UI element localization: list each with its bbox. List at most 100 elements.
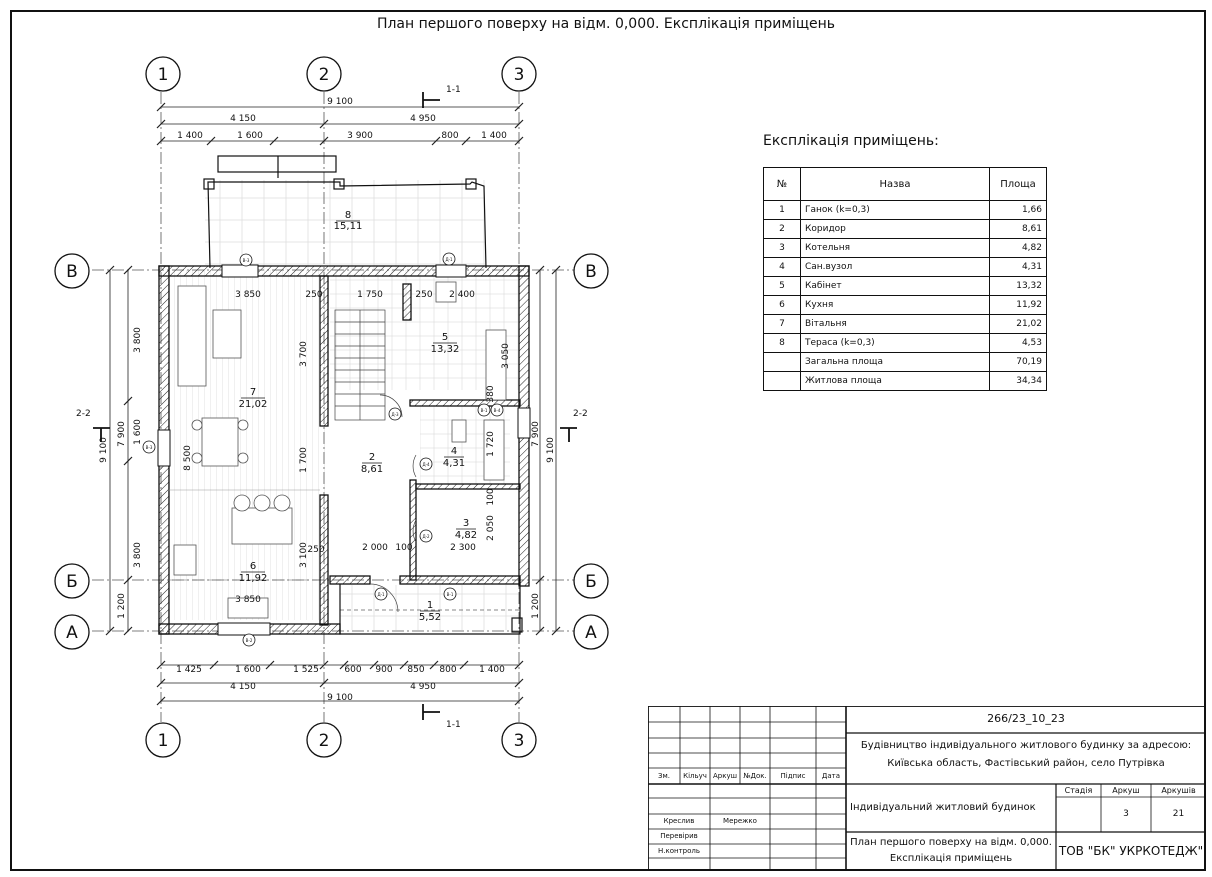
axis-label-top-3: 3 [514,65,525,85]
dim-bottom-detail-8: 1 400 [479,665,505,675]
tb-col-header: Підпис [780,771,806,780]
opening-tag-11: В-4 [494,408,501,413]
room-label-8: 8 15,11 [334,210,363,232]
section-label-top: 1-1 [446,85,461,95]
room-label-2: 2 8,61 [361,452,383,475]
tb-col-header: Кільуч [683,771,707,780]
dim-top-mid-1: 4 150 [230,114,256,124]
tb-project-code: 266/23_10_23 [987,712,1065,726]
axis-label-right-b: Б [585,572,597,592]
dim-bottom-total: 9 100 [327,693,353,703]
axis-label-bottom-1: 1 [158,731,169,751]
dim-bottom-detail-2: 1 600 [235,665,261,675]
dim-interior-2: 250 [305,290,322,300]
opening-tag-7: В-1 [447,592,454,597]
tb-company: ТОВ "БК" УКРКОТЕДЖ" [1058,843,1204,858]
dim-interior-7: 8 500 [183,445,193,471]
room-label-4: 4 4,31 [443,446,465,469]
axis-label-top-2: 2 [319,65,330,85]
opening-tag-3: Д-3 [391,412,399,417]
axis-label-bottom-2: 2 [319,731,330,751]
room-label-6: 6 11,92 [239,561,268,584]
svg-text:8,61: 8,61 [361,464,383,475]
svg-text:2: 2 [369,452,375,463]
axis-label-left-v: В [66,262,78,282]
tb-role-name: Мережко [723,817,757,826]
opening-tag-6: Д-1 [377,592,385,597]
dim-top-detail-5: 1 400 [481,131,507,141]
dim-interior-1: 3 850 [235,290,261,300]
axis-label-left-a: А [66,623,78,643]
axis-label-top-1: 1 [158,65,169,85]
explication-header-area: Площа [989,167,1047,201]
explication-header-no: № [763,167,801,201]
dim-top-mid-2: 4 950 [410,114,436,124]
dim-interior-13: 2 300 [450,543,476,553]
dim-left-mid: 7 900 [117,421,127,447]
dim-top-total: 9 100 [327,97,353,107]
axis-label-bottom-3: 3 [514,731,525,751]
sheet-frame [10,10,1206,871]
dim-bottom-detail-7: 800 [439,665,456,675]
tb-sheet-value: 3 [1123,809,1129,820]
svg-text:3: 3 [463,518,469,529]
tb-project-address: Київська область, Фастівський район, сел… [887,758,1165,770]
svg-text:5: 5 [442,332,448,343]
svg-text:8: 8 [345,210,351,221]
svg-text:1: 1 [427,600,433,611]
tb-sheets-value: 21 [1172,809,1185,820]
opening-tag-9: В-3 [146,445,153,450]
opening-tag-8: В-2 [246,638,253,643]
sheet-title: План першого поверху на відм. 0,000. Екс… [376,16,836,32]
dim-interior-5: 2 400 [449,290,475,300]
tb-sheet-label: Аркуш [1112,785,1140,795]
dim-interior-8: 1 700 [299,447,309,473]
dim-bottom-detail-4: 600 [344,665,361,675]
tb-col-header: №Док. [743,771,767,780]
dim-bottom-mid-1: 4 150 [230,682,256,692]
section-label-bottom: 1-1 [446,720,461,730]
dim-bottom-detail-5: 900 [375,665,392,675]
dim-bottom-detail-6: 850 [407,665,424,675]
opening-tag-10: В-1 [481,408,488,413]
tb-sheet-name-line1: План першого поверху на відм. 0,000. [850,837,1052,849]
svg-text:21,02: 21,02 [239,399,268,410]
svg-text:6: 6 [250,561,256,572]
dim-left-detail-1: 3 800 [133,327,143,353]
tb-role: Н.контроль [658,846,700,855]
dim-right-mid: 7 900 [531,421,541,447]
svg-text:5,52: 5,52 [419,612,441,623]
opening-tag-1: В-3 [243,258,250,263]
tb-sheet-name-line2: Експлікація приміщень [889,853,1013,865]
dim-interior-17: 1 720 [486,431,496,457]
dim-interior-10: 250 [307,545,324,555]
tb-stage-value [1056,797,1101,832]
axis-label-right-v: В [585,262,597,282]
axis-label-left-b: Б [66,572,78,592]
section-label-left: 2-2 [76,409,91,419]
dim-bottom-detail-1: 1 425 [176,665,202,675]
tb-object-name: Індивідуальний житловий будинок [850,802,1036,814]
svg-text:4: 4 [451,446,457,457]
room-label-3: 3 4,82 [455,518,477,541]
explication-header-name: Назва [800,167,990,201]
explication-title: Експлікація приміщень: [763,133,939,149]
dim-top-detail-2: 1 600 [237,131,263,141]
dim-top-detail-3: 3 900 [347,131,373,141]
tb-col-header: Зм. [658,771,670,780]
dim-interior-12: 100 [395,543,412,553]
dim-interior-11: 2 000 [362,543,388,553]
svg-text:7: 7 [250,387,256,398]
svg-text:11,92: 11,92 [239,573,268,584]
svg-text:15,11: 15,11 [334,221,363,232]
dim-bottom-mid-2: 4 950 [410,682,436,692]
room-label-1: 1 5,52 [419,600,441,623]
axis-label-right-a: А [585,623,597,643]
